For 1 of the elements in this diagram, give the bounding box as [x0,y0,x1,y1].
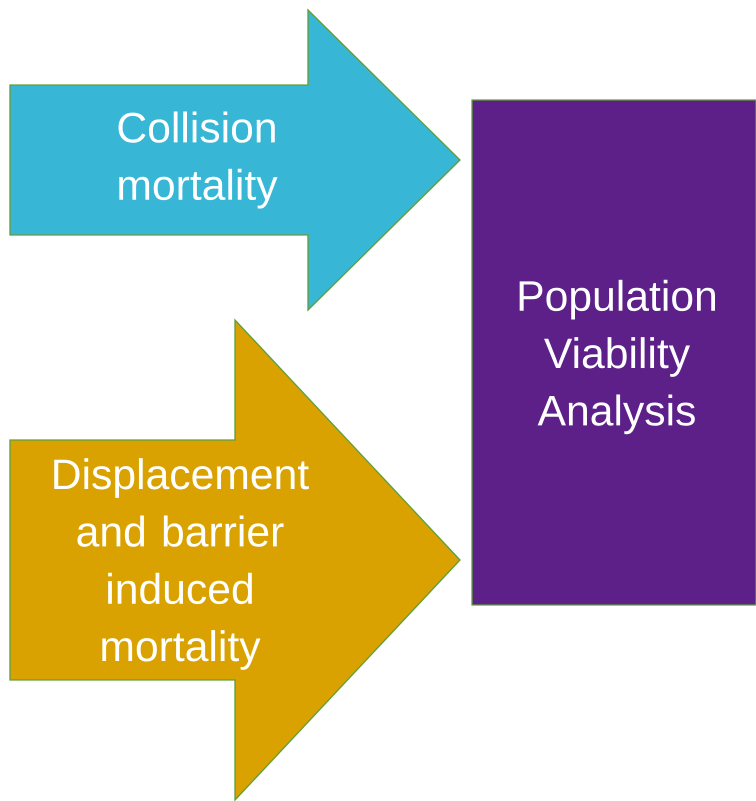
process-box: Population Viability Analysis [471,99,756,606]
